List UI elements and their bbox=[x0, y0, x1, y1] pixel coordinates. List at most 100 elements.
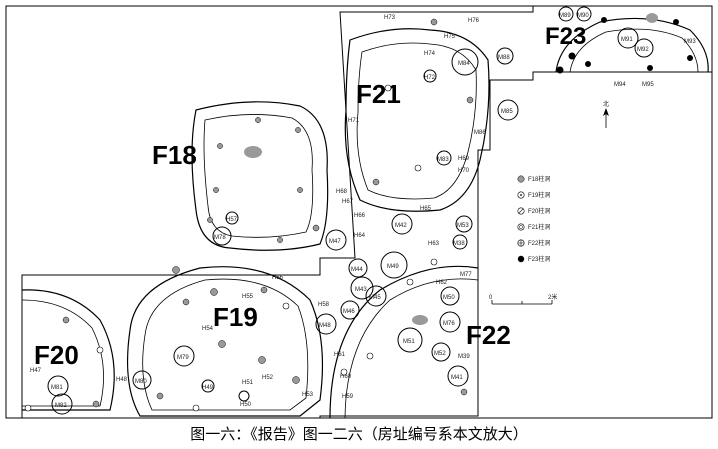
f21-inner-wall bbox=[356, 42, 477, 200]
legend: F18柱洞 F19柱洞 F20柱洞 F21柱洞 F22柱洞 F23柱洞 bbox=[517, 175, 550, 263]
post-hole bbox=[406, 278, 414, 286]
tomb-circle bbox=[431, 342, 451, 362]
house-label-f23: F23 bbox=[545, 23, 586, 50]
f18-postholes bbox=[207, 117, 320, 243]
tomb-circle bbox=[340, 300, 360, 320]
tomb-label: M50 bbox=[443, 295, 455, 301]
post-hole bbox=[460, 388, 468, 396]
tomb-circle bbox=[132, 370, 152, 390]
f19-inner-wall bbox=[142, 278, 309, 411]
pit-circle bbox=[423, 69, 437, 83]
pit-label: H62 bbox=[436, 280, 448, 286]
post-hole bbox=[62, 316, 70, 324]
f22-postholes bbox=[340, 258, 468, 396]
tomb-circle bbox=[452, 234, 468, 250]
post-hole bbox=[172, 266, 180, 274]
f18-outer-wall bbox=[191, 101, 329, 251]
tomb-label: M88 bbox=[498, 55, 510, 61]
tomb-label: M46 bbox=[343, 309, 355, 315]
legend-swatch-f20-hatch bbox=[518, 208, 524, 214]
pit-label: H58 bbox=[318, 302, 330, 308]
post-hole bbox=[255, 117, 261, 123]
legend-label-f21: F21柱洞 bbox=[528, 223, 550, 231]
pit-circle bbox=[225, 211, 239, 225]
f22-outer-wall bbox=[329, 265, 479, 419]
tomb-label: M80 bbox=[135, 379, 147, 385]
hearth bbox=[646, 13, 658, 23]
tomb-circle bbox=[617, 27, 639, 49]
post-hole bbox=[260, 286, 268, 294]
tomb-label: M49 bbox=[387, 264, 399, 270]
pit-label: H75 bbox=[444, 34, 456, 40]
post-hole bbox=[430, 258, 438, 266]
tomb-circle bbox=[497, 99, 519, 121]
tomb-label: M82 bbox=[55, 403, 67, 409]
house-label-f22: F22 bbox=[466, 320, 511, 350]
tomb-label: M77 bbox=[460, 272, 472, 278]
tomb-label: M78 bbox=[214, 235, 226, 241]
tomb-circle bbox=[350, 276, 374, 300]
f23-outer-wall bbox=[555, 17, 709, 73]
tomb-circle bbox=[558, 6, 574, 22]
tomb-circle bbox=[634, 38, 654, 58]
post-hole bbox=[384, 84, 392, 92]
pit-label: H59 bbox=[342, 394, 354, 400]
pit-label: H76 bbox=[468, 18, 480, 24]
figure-caption: 图一六：《报告》图一二六（房址编号系本文放大） bbox=[190, 425, 528, 443]
tomb-label: M93 bbox=[684, 39, 696, 45]
tomb-circle bbox=[397, 327, 423, 353]
post-hole bbox=[372, 178, 380, 186]
f19-postholes bbox=[156, 266, 300, 412]
tomb-label: M41 bbox=[451, 375, 463, 381]
pit-group: H47 H48 H49 H50 H51 H52 H53 H54 H55 H56 … bbox=[30, 15, 480, 408]
post-hole bbox=[282, 302, 290, 310]
f22-inner-wall bbox=[344, 278, 479, 419]
post-hole bbox=[568, 52, 576, 60]
tomb-circle bbox=[173, 345, 195, 367]
tomb-circle bbox=[380, 251, 408, 279]
tomb-label: M95 bbox=[642, 82, 654, 88]
scale-bar: 0 2米 bbox=[489, 293, 557, 305]
pit-label: H49 bbox=[202, 385, 214, 391]
tomb-label: M51 bbox=[403, 339, 415, 345]
post-hole bbox=[297, 187, 303, 193]
pit-label: H71 bbox=[348, 118, 360, 124]
pit-label: H64 bbox=[354, 233, 366, 239]
tomb-circle bbox=[51, 393, 73, 415]
pit-label: H74 bbox=[424, 51, 436, 57]
post-hole bbox=[430, 18, 438, 26]
legend-label-f23: F23柱洞 bbox=[528, 255, 550, 263]
tomb-label: M86 bbox=[474, 130, 486, 136]
hearth bbox=[412, 315, 428, 325]
pit-label: H73 bbox=[384, 15, 396, 21]
tomb-circle bbox=[391, 213, 413, 235]
pit-label: H55 bbox=[242, 294, 254, 300]
post-hole bbox=[213, 187, 219, 193]
tomb-label: M42 bbox=[395, 223, 407, 229]
f20-postholes bbox=[24, 316, 104, 412]
f23-inner-wall bbox=[569, 28, 699, 73]
legend-swatch-f23 bbox=[517, 255, 525, 263]
tomb-circle bbox=[451, 48, 479, 76]
legend-label-f22: F22柱洞 bbox=[528, 239, 550, 247]
tomb-circle bbox=[439, 311, 461, 333]
pit-label: H63 bbox=[428, 241, 440, 247]
tomb-label: M79 bbox=[177, 355, 189, 361]
tomb-circle bbox=[212, 226, 232, 246]
tomb-circle bbox=[440, 286, 460, 306]
post-hole bbox=[96, 346, 104, 354]
legend-swatch-f21 bbox=[517, 223, 525, 231]
post-hole bbox=[192, 404, 200, 412]
pit-circle bbox=[201, 379, 215, 393]
tomb-label: M53 bbox=[457, 223, 469, 229]
pit-label: H51 bbox=[242, 380, 254, 386]
tomb-label: M84 bbox=[458, 61, 470, 67]
tomb-circle bbox=[47, 375, 69, 397]
legend-swatch-f22-cross bbox=[517, 239, 525, 247]
pit-label: H60 bbox=[340, 374, 352, 380]
tomb-label: M92 bbox=[637, 47, 649, 53]
post-hole bbox=[292, 376, 300, 384]
post-hole bbox=[340, 368, 348, 376]
post-hole bbox=[687, 55, 693, 61]
pit-label: H67 bbox=[342, 199, 354, 205]
